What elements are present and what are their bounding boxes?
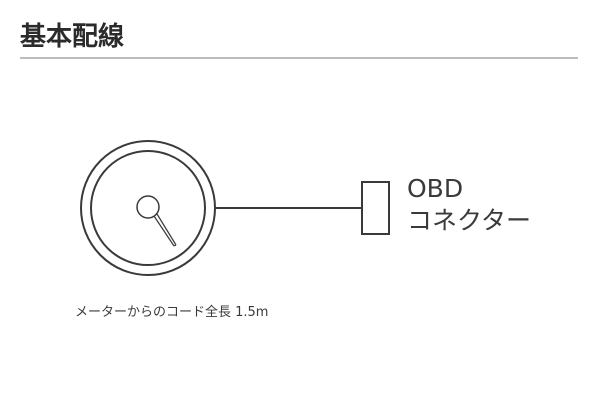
connector-label-name: コネクター	[407, 206, 532, 235]
cable-length-caption: メーターからのコード全長 1.5m	[75, 305, 269, 320]
gauge-needle-icon	[136, 195, 177, 247]
meter-gauge-icon	[80, 140, 216, 276]
obd-connector-icon	[361, 181, 390, 235]
title-divider	[20, 57, 578, 59]
connector-label-obd: OBD	[407, 174, 464, 203]
page-title: 基本配線	[20, 22, 125, 52]
